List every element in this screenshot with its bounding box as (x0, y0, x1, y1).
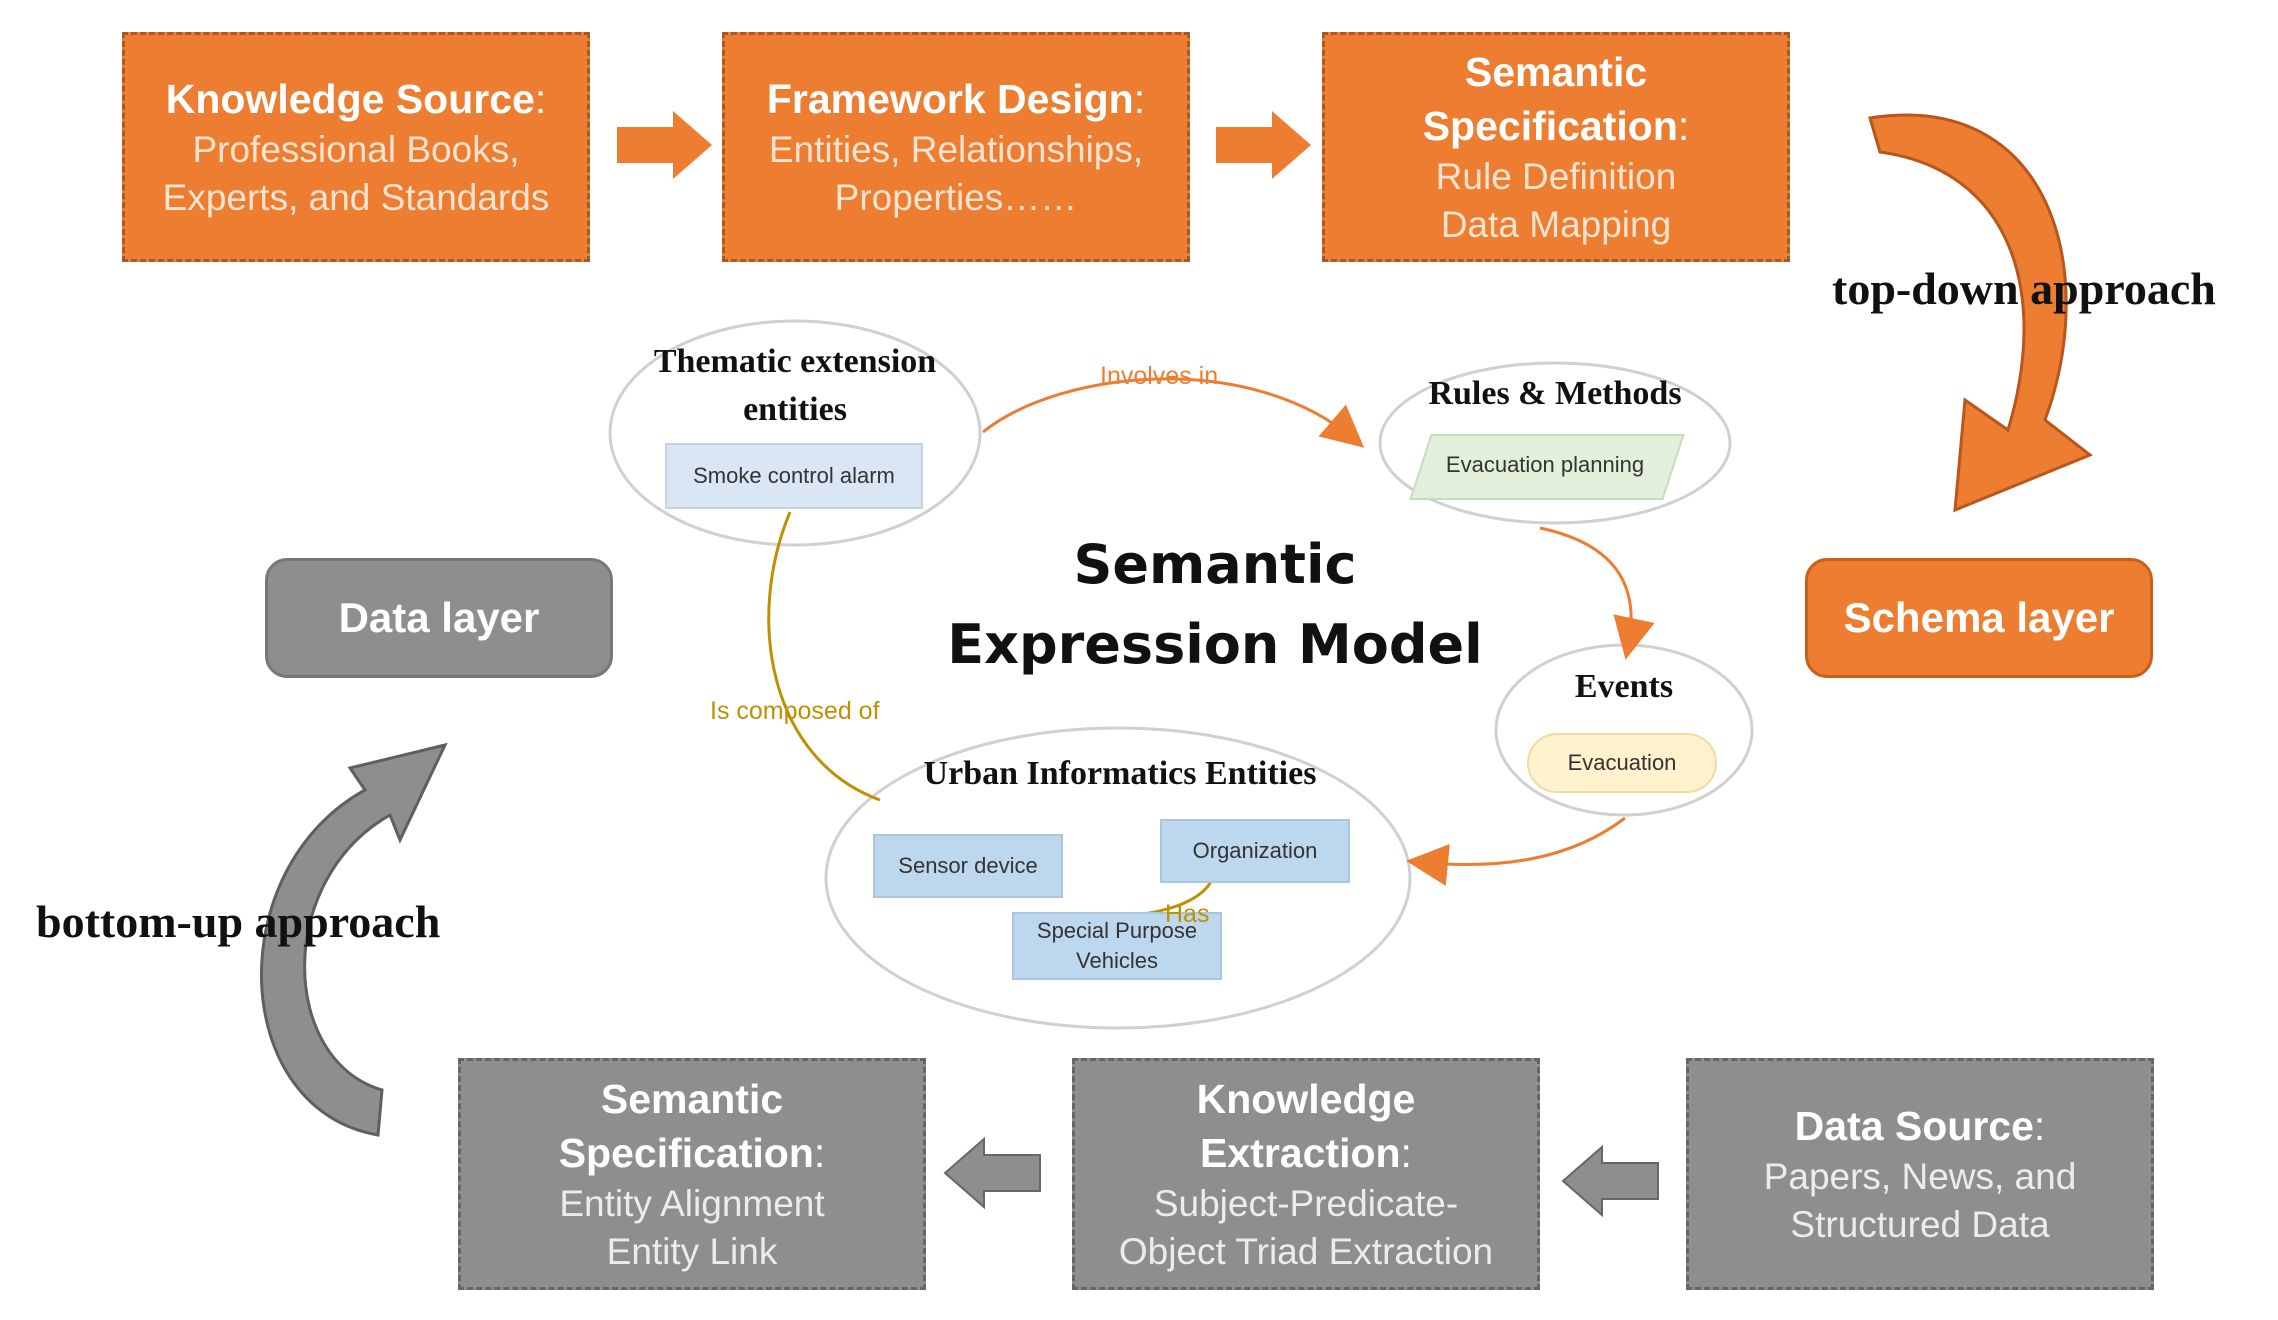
semantic-spec-bottom-line-2: Entity Link (606, 1231, 778, 1272)
sensor-device-box: Sensor device (873, 834, 1063, 898)
arrow-right-2 (1216, 111, 1311, 179)
semantic-spec-top-title-1: Semantic (1464, 49, 1648, 95)
knowledge-source-line-1: Professional Books, (192, 129, 520, 170)
organization-box: Organization (1160, 819, 1350, 883)
evacuation-box: Evacuation (1527, 733, 1717, 793)
composed-connector (767, 511, 881, 802)
data-source-line-1: Papers, News, and (1763, 1156, 2077, 1197)
semantic-spec-bottom-title-1: Semantic (600, 1076, 784, 1122)
thematic-title-line-2: entities (743, 391, 847, 428)
events-title: Events (1574, 668, 1674, 705)
is-composed-of-label: Is composed of (710, 697, 880, 725)
center-title-line-2: Expression Model (947, 613, 1483, 676)
top-down-approach-label: top-down approach (1832, 263, 2216, 314)
involves-in-label: Involves in (1100, 362, 1219, 390)
semantic-spec-top-line-2: Data Mapping (1440, 204, 1672, 245)
semantic-spec-top-line-1: Rule Definition (1435, 156, 1677, 197)
center-title: Semantic Expression Model (900, 525, 1530, 685)
data-source-box: Data Source: Papers, News, and Structure… (1686, 1058, 2154, 1290)
bottom-up-arrow (260, 742, 448, 1137)
urban-title: Urban Informatics Entities (923, 755, 1317, 792)
thematic-title-line-1: Thematic extension (653, 343, 937, 380)
knowledge-extraction-line-2: Object Triad Extraction (1118, 1231, 1494, 1272)
semantic-spec-top-title-2: Specification: (1422, 103, 1690, 149)
center-title-line-1: Semantic (1073, 533, 1357, 596)
evacuation-planning-label: Evacuation planning (1445, 452, 1645, 477)
involves-connector (982, 377, 1365, 448)
rules-to-events-connector (1539, 526, 1655, 660)
framework-design-line-1: Entities, Relationships, (768, 129, 1144, 170)
semantic-spec-bottom-title-2: Specification: (558, 1130, 826, 1176)
arrow-right-1 (617, 111, 712, 179)
knowledge-extraction-title-2: Extraction: (1200, 1130, 1412, 1176)
framework-design-line-2: Properties…… (834, 177, 1078, 218)
bottom-up-approach-label: bottom-up approach (36, 896, 441, 947)
semantic-spec-bottom-line-1: Entity Alignment (559, 1183, 825, 1224)
semantic-specification-bottom-box: Semantic Specification: Entity Alignment… (458, 1058, 926, 1290)
data-source-line-2: Structured Data (1790, 1204, 2050, 1245)
arrow-left-1 (943, 1136, 1041, 1210)
thematic-title: Thematic extension entities (610, 338, 980, 434)
rules-title: Rules & Methods (1428, 375, 1682, 412)
schema-layer-label: Schema layer (1805, 558, 2153, 678)
framework-design-box: Framework Design: Entities, Relationship… (722, 32, 1190, 262)
top-down-arrow (1868, 113, 2093, 513)
knowledge-source-box: Knowledge Source: Professional Books, Ex… (122, 32, 590, 262)
knowledge-extraction-box: Knowledge Extraction: Subject-Predicate-… (1072, 1058, 1540, 1290)
arrow-left-2 (1561, 1144, 1659, 1218)
data-layer-label: Data layer (265, 558, 613, 678)
knowledge-extraction-line-1: Subject-Predicate- (1153, 1183, 1459, 1224)
events-to-urban-connector (1406, 816, 1626, 886)
framework-design-title: Framework Design: (766, 76, 1146, 122)
knowledge-source-line-2: Experts, and Standards (162, 177, 550, 218)
knowledge-extraction-title-1: Knowledge (1196, 1076, 1416, 1122)
data-source-title: Data Source: (1794, 1103, 2046, 1149)
knowledge-source-title: Knowledge Source: (165, 76, 547, 122)
has-label: Has (1165, 900, 1210, 928)
smoke-control-alarm-box: Smoke control alarm (665, 443, 923, 509)
special-purpose-vehicles-box: Special Purpose Vehicles (1012, 912, 1222, 980)
semantic-specification-top-box: Semantic Specification: Rule Definition … (1322, 32, 1790, 262)
